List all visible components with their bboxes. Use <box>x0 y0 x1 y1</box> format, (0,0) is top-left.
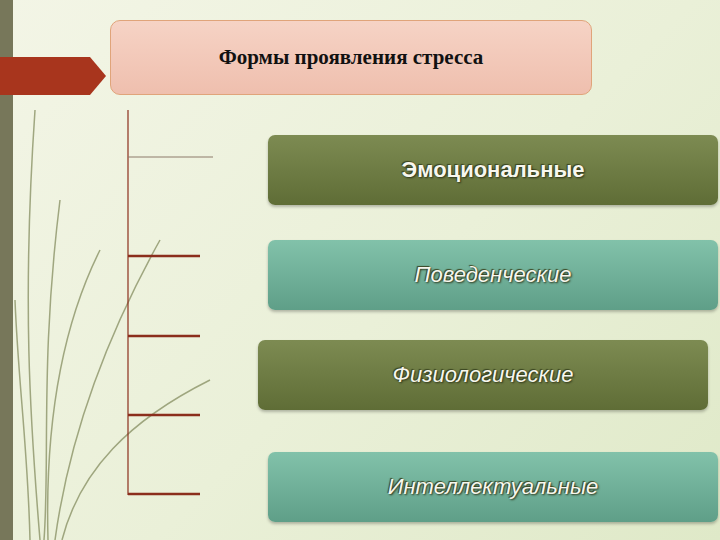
arrow-tab <box>0 57 106 95</box>
category-box: Поведенческие <box>268 240 718 310</box>
grass-decoration <box>15 110 210 540</box>
category-box: Физиологические <box>258 340 708 410</box>
category-box: Эмоциональные <box>268 135 718 205</box>
title-box: Формы проявления стресса <box>110 20 592 95</box>
category-label: Интеллектуальные <box>388 474 599 500</box>
category-label: Физиологические <box>393 362 574 388</box>
category-box: Интеллектуальные <box>268 452 718 522</box>
category-label: Эмоциональные <box>402 157 585 183</box>
bracket-lines <box>128 110 213 495</box>
title-text: Формы проявления стресса <box>219 45 484 70</box>
category-label: Поведенческие <box>415 262 572 288</box>
